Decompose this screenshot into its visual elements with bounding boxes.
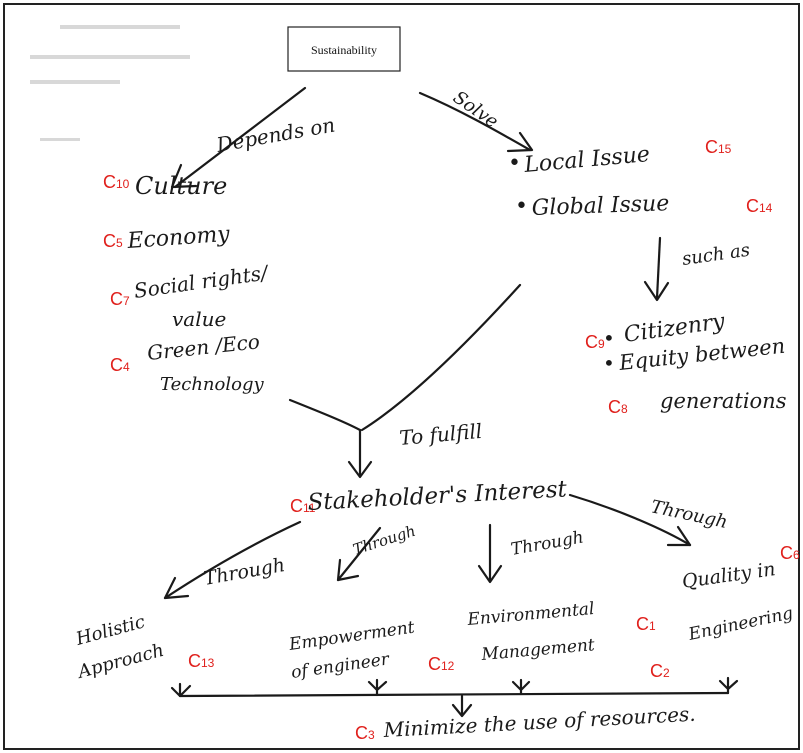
svg-text:•: •: [515, 194, 528, 219]
svg-text:Culture: Culture: [135, 172, 227, 200]
item-social-rights: C7 Social rights/ value: [110, 260, 271, 331]
svg-text:Technology: Technology: [160, 374, 264, 395]
svg-text:C12: C12: [428, 654, 455, 674]
svg-text:C4: C4: [110, 355, 130, 375]
code-c2: C2: [650, 661, 670, 681]
root-arrows: [170, 86, 534, 189]
outcome-node: C3 Minimize the use of resources.: [355, 702, 696, 743]
svg-text:generations: generations: [660, 389, 787, 413]
edge-through-quality: Through: [649, 496, 729, 533]
frame: [3, 3, 800, 750]
root-label: Sustainability: [311, 43, 377, 57]
item-global-issue: • Global Issue C14: [515, 191, 773, 221]
issue-examples: C9 • Citizenry • Equity between generati…: [585, 309, 787, 417]
svg-text:C14: C14: [746, 196, 773, 216]
svg-text:C3: C3: [355, 723, 375, 743]
item-local-issue: • Local Issue C15: [508, 137, 732, 178]
svg-text:C7: C7: [110, 289, 130, 309]
svg-text:Local Issue: Local Issue: [522, 142, 650, 178]
svg-text:Social rights/: Social rights/: [132, 260, 271, 303]
item-green-tech: C4 Green /Eco Technology: [110, 329, 264, 395]
edge-through-holistic: Through: [202, 554, 287, 590]
node-environmental: Environmental Management C1: [466, 599, 656, 665]
svg-text:Stakeholder's Interest: Stakeholder's Interest: [307, 476, 568, 516]
edge-through-environmental: Through: [509, 527, 585, 559]
item-economy: C5 Economy: [103, 222, 231, 254]
svg-text:Minimize the use of resources.: Minimize the use of resources.: [382, 702, 696, 742]
outcome-bracket: [170, 676, 739, 718]
svg-text:Holistic: Holistic: [73, 611, 147, 650]
svg-text:C9: C9: [585, 332, 605, 352]
node-empowerment: Empowerment of engineer C12: [287, 618, 455, 683]
svg-text:C11: C11: [290, 496, 316, 516]
svg-text:Engineering: Engineering: [686, 603, 795, 645]
svg-text:C6: C6: [780, 543, 800, 563]
edge-through-empowerment: Through: [351, 522, 418, 559]
svg-text:Environmental: Environmental: [466, 599, 596, 630]
svg-text:•: •: [603, 351, 615, 375]
svg-text:C8: C8: [608, 397, 628, 417]
svg-text:Economy: Economy: [126, 222, 231, 254]
right-branch: • Local Issue C15 • Global Issue C14: [508, 137, 773, 221]
svg-text:Quality in: Quality in: [681, 558, 777, 593]
scan-residue: [30, 25, 190, 141]
svg-text:C5: C5: [103, 231, 123, 251]
svg-text:Empowerment: Empowerment: [287, 618, 416, 656]
svg-text:C10: C10: [103, 172, 130, 192]
such-as-arrow: [643, 236, 670, 302]
edge-such-as: such as: [681, 240, 751, 270]
svg-text:•: •: [603, 326, 615, 350]
item-culture: C10 Culture: [103, 172, 227, 200]
svg-text:C15: C15: [705, 137, 732, 157]
svg-text:Management: Management: [480, 635, 596, 665]
center-node: C11 Stakeholder's Interest: [290, 476, 568, 516]
svg-text:of engineer: of engineer: [290, 649, 391, 683]
root-node: Sustainability: [287, 26, 401, 72]
svg-text:Green /Eco: Green /Eco: [146, 329, 261, 365]
node-holistic: Holistic Approach C13: [73, 611, 215, 683]
means-nodes: Holistic Approach C13 Empowerment of eng…: [73, 543, 800, 683]
svg-text:•: •: [508, 151, 521, 176]
edge-depends-on: Depends on: [214, 112, 337, 157]
edge-to-fulfill: To fulfill: [398, 419, 483, 450]
left-branch: C10 Culture C5 Economy C7 Social rights/…: [103, 172, 271, 395]
svg-text:value: value: [172, 307, 226, 331]
converge-arrows: [288, 283, 522, 479]
means-arrows: [163, 493, 692, 600]
svg-text:C1: C1: [636, 614, 656, 634]
node-quality: Quality in Engineering C6: [681, 543, 800, 645]
svg-text:Global Issue: Global Issue: [531, 191, 669, 221]
svg-text:C13: C13: [188, 651, 215, 671]
